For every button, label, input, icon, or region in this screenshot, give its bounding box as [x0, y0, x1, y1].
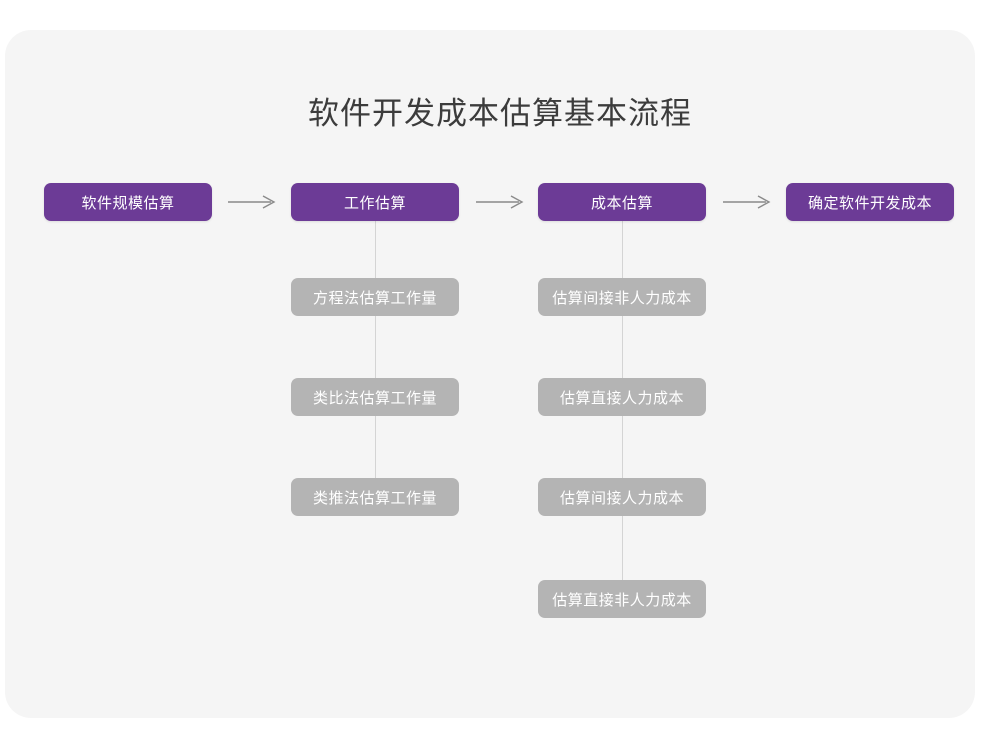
stage2-sub-node-3[interactable]: 类推法估算工作量: [291, 478, 459, 516]
arrow-stage3-to-stage4: [723, 192, 771, 212]
stage-node-1[interactable]: 软件规模估算: [44, 183, 212, 221]
stage2-sub-node-1[interactable]: 方程法估算工作量: [291, 278, 459, 316]
stage3-sub-node-2[interactable]: 估算直接人力成本: [538, 378, 706, 416]
stage-node-3[interactable]: 成本估算: [538, 183, 706, 221]
stage3-sub-node-3[interactable]: 估算间接人力成本: [538, 478, 706, 516]
connector-line-stage2: [375, 216, 376, 502]
stage-node-2[interactable]: 工作估算: [291, 183, 459, 221]
arrow-stage1-to-stage2: [228, 192, 276, 212]
stage-node-4[interactable]: 确定软件开发成本: [786, 183, 954, 221]
page-title: 软件开发成本估算基本流程: [308, 96, 692, 131]
content-card: [5, 30, 975, 718]
stage3-sub-node-1[interactable]: 估算间接非人力成本: [538, 278, 706, 316]
arrow-stage2-to-stage3: [476, 192, 524, 212]
stage3-sub-node-4[interactable]: 估算直接非人力成本: [538, 580, 706, 618]
stage2-sub-node-2[interactable]: 类比法估算工作量: [291, 378, 459, 416]
